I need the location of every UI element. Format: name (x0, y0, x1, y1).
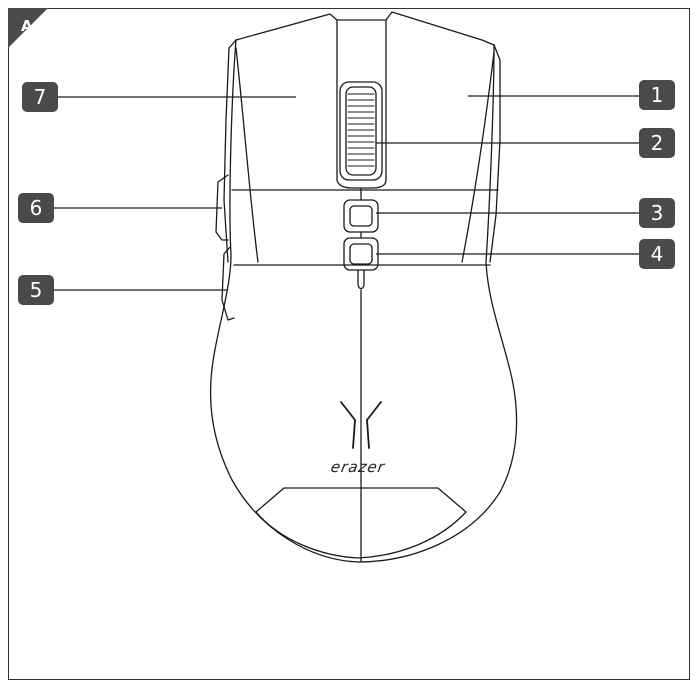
scroll-wheel-ridges (347, 93, 375, 167)
callout-badge-2: 2 (639, 128, 675, 158)
right-button-top-edge (385, 11, 495, 181)
palm-rest-outline (255, 487, 467, 513)
corner-triangle (8, 8, 48, 48)
center-groove-frame (336, 179, 387, 189)
callout-badge-4: 4 (639, 239, 675, 269)
panel-corner-tag: A (8, 8, 48, 48)
panel-label: A (21, 17, 33, 35)
figure-frame (8, 8, 690, 680)
callout-badge-1: 1 (639, 80, 675, 110)
callout-badge-3: 3 (639, 198, 675, 228)
scroll-wheel (345, 86, 377, 176)
dpi-down-button-inner (349, 243, 373, 265)
palm-rest-base (255, 511, 467, 559)
callout-badge-7: 7 (22, 82, 58, 112)
right-side-outer-line (489, 44, 501, 263)
scroll-wheel-housing (339, 81, 383, 181)
side-button-forward (215, 174, 229, 241)
callout-badge-6: 6 (18, 193, 54, 223)
callout-badge-5: 5 (18, 275, 54, 305)
dpi-up-button-inner (349, 205, 373, 227)
left-side-outer-line (223, 39, 237, 263)
left-button-inner-contour (235, 47, 259, 263)
right-button-inner-contour (461, 51, 495, 263)
mouse-body-outline (209, 39, 518, 563)
erazer-logo-icon (340, 401, 382, 449)
center-groove-tail (357, 269, 365, 290)
side-button-back (221, 246, 235, 321)
left-button-top-edge (235, 13, 338, 181)
